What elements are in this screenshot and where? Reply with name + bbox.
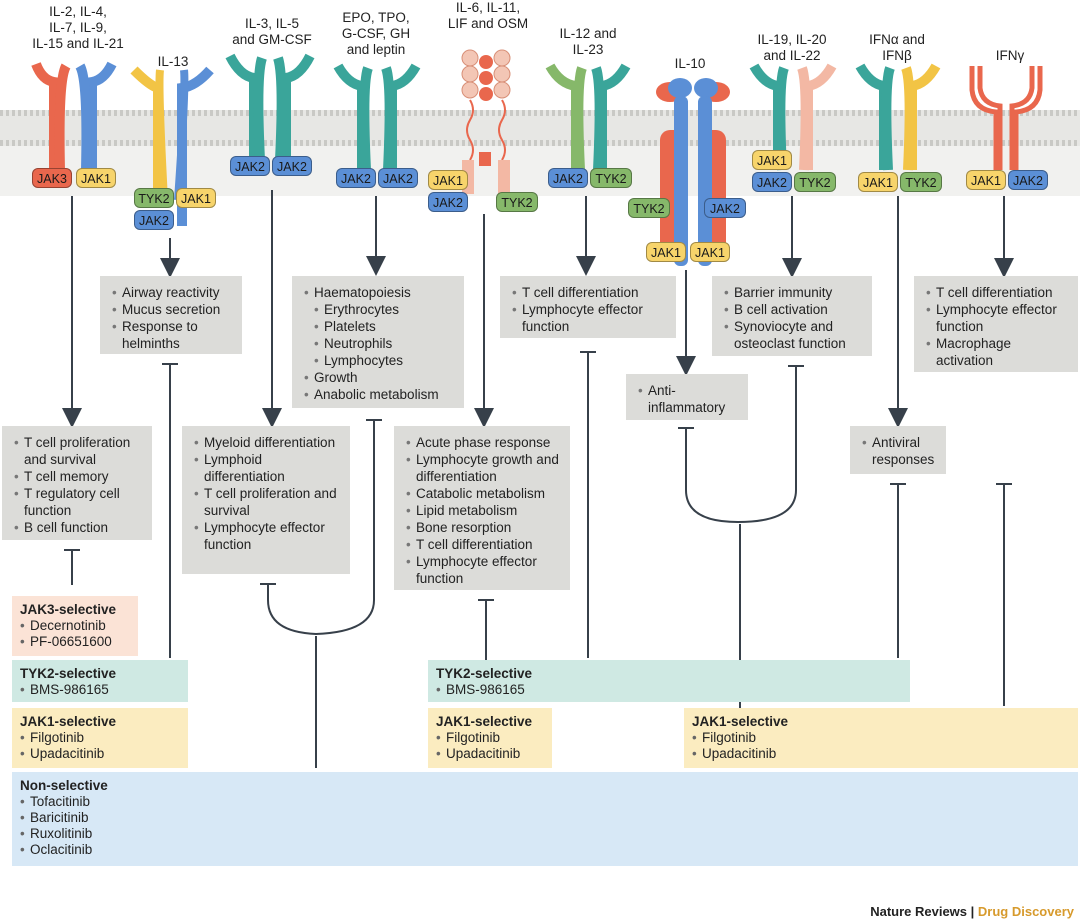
signal-arrows	[62, 190, 1014, 428]
jak2-il19: JAK2	[752, 172, 792, 192]
jak1-ifng: JAK1	[966, 170, 1006, 190]
il3-receptor	[225, 53, 315, 161]
receptor-label-ifng: IFNγ	[995, 48, 1025, 63]
ifng-receptor	[969, 66, 1043, 170]
jak2b-il3: JAK2	[272, 156, 312, 176]
jak3-selective-title: JAK3-selective	[20, 602, 117, 617]
jak1-il6: JAK1	[428, 170, 468, 190]
jak2a-epo: JAK2	[336, 168, 376, 188]
effects-il19: Barrier immunity B cell activation Synov…	[712, 276, 872, 356]
effects-il13: Airway reactivity Mucus secretion Respon…	[100, 276, 242, 354]
tyk2-il12: TYK2	[590, 168, 632, 188]
effects-il10: Anti-inflammatory	[626, 374, 748, 420]
jak2-il13: JAK2	[134, 210, 174, 230]
jak1-selective-box-right: JAK1-selective Filgotinib Upadacitinib	[684, 708, 1078, 768]
jak2a-il3: JAK2	[230, 156, 270, 176]
il6-receptor	[461, 49, 511, 194]
effects-il2: T cell proliferation and survival T cell…	[2, 426, 152, 540]
jak2-il6: JAK2	[428, 192, 468, 212]
jak2-il10: JAK2	[704, 198, 746, 218]
tyk2-ifna: TYK2	[900, 172, 942, 192]
jak3-il2: JAK3	[32, 168, 72, 188]
effects-epo: Haematopoiesis Erythrocytes Platelets Ne…	[292, 276, 464, 408]
jak1-il19: JAK1	[752, 150, 792, 170]
effects-ifng: T cell differentiation Lymphocyte effect…	[914, 276, 1078, 372]
tyk2-il13: TYK2	[134, 188, 174, 208]
jak2b-epo: JAK2	[378, 168, 418, 188]
tyk2-il6: TYK2	[496, 192, 538, 212]
receptor-label-il6: IL-6, IL-11, LIF and OSM	[447, 0, 529, 31]
jak1-selective-box-mid: JAK1-selective Filgotinib Upadacitinib	[428, 708, 552, 768]
receptor-label-ifna: IFNα and IFNβ	[869, 32, 925, 63]
il12-receptor	[545, 63, 631, 171]
tyk2-il19: TYK2	[794, 172, 836, 192]
il10-receptor	[656, 78, 730, 266]
jak3-selective-box: JAK3-selective Decernotinib PF-06651600	[12, 596, 138, 656]
tyk2-selective-box-left: TYK2-selective BMS-986165	[12, 660, 188, 702]
jak1-ifna: JAK1	[858, 172, 898, 192]
tyk2-selective-box-right: TYK2-selective BMS-986165	[428, 660, 910, 702]
effects-il3: Myeloid differentiation Lymphoid differe…	[182, 426, 350, 574]
journal-credit: Nature Reviews | Drug Discovery	[870, 904, 1074, 919]
tyk2-il10: TYK2	[628, 198, 670, 218]
non-selective-box: Non-selective Tofacitinib Baricitinib Ru…	[12, 772, 1078, 866]
jak1-il2: JAK1	[76, 168, 116, 188]
jak1-selective-box-left: JAK1-selective Filgotinib Upadacitinib	[12, 708, 188, 768]
receptor-label-il13: IL-13	[157, 54, 189, 69]
jak2-il12: JAK2	[548, 168, 588, 188]
receptor-label-il12: IL-12 and IL-23	[559, 26, 617, 57]
receptor-label-il3: IL-3, IL-5 and GM-CSF	[232, 16, 312, 47]
effects-ifna: Antiviral responses	[850, 426, 946, 474]
receptor-label-il10: IL-10	[674, 56, 706, 71]
jak1-il13: JAK1	[176, 188, 216, 208]
jak1a-il10: JAK1	[646, 242, 686, 262]
jak1b-il10: JAK1	[690, 242, 730, 262]
effects-il12: T cell differentiation Lymphocyte effect…	[500, 276, 676, 338]
il13-receptor	[130, 66, 214, 226]
effects-il6: Acute phase response Lymphocyte growth a…	[394, 426, 570, 590]
ifna-receptor	[855, 63, 941, 171]
receptor-label-il2: IL-2, IL-4, IL-7, IL-9, IL-15 and IL-21	[32, 4, 124, 51]
jak2-ifng: JAK2	[1008, 170, 1048, 190]
epo-receptor	[333, 63, 421, 171]
receptor-label-il19: IL-19, IL-20 and IL-22	[757, 32, 827, 63]
receptor-label-epo: EPO, TPO, G-CSF, GH and leptin	[341, 10, 411, 57]
il2-receptor	[31, 61, 117, 171]
